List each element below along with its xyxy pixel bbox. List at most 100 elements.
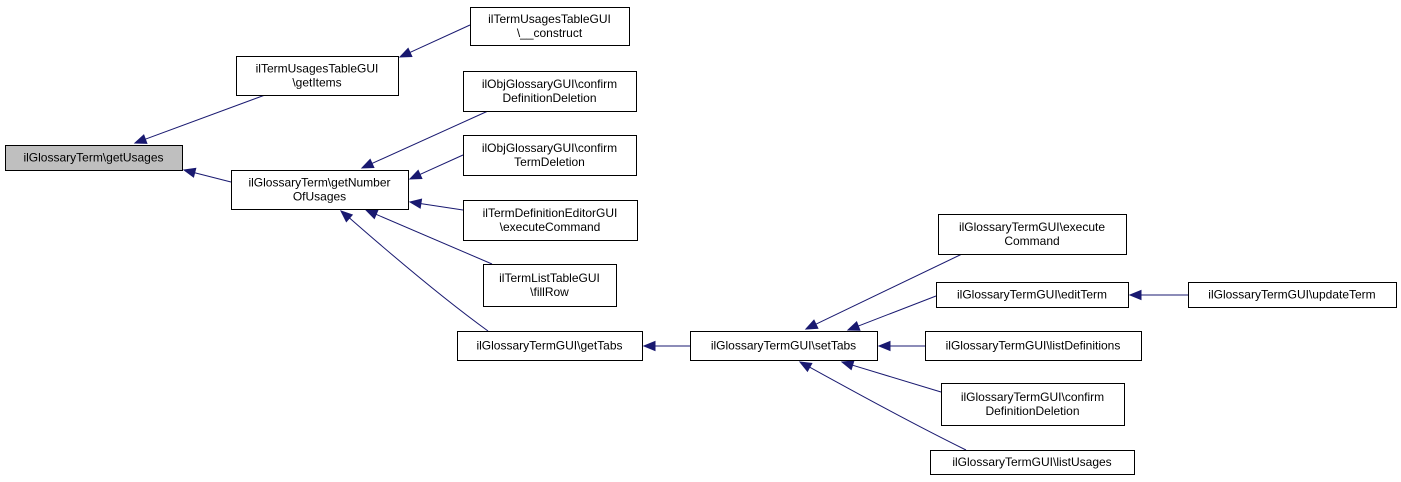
edge-gtUpdateTerm-to-gtEditTerm [1128, 289, 1188, 301]
edge-tutGetItems-to-getUsages [133, 94, 266, 144]
node-label: \executeCommand [500, 220, 601, 234]
arrow-head-icon [364, 209, 379, 220]
node-label: ilObjGlossaryGUI\confirm [482, 77, 617, 91]
node-box[interactable] [236, 56, 399, 96]
node-box[interactable] [231, 170, 409, 210]
node-gtGetTabs[interactable]: ilGlossaryTermGUI\getTabs [457, 331, 643, 361]
edge-line [349, 217, 489, 332]
edge-line [419, 154, 464, 175]
node-box[interactable] [941, 383, 1125, 426]
node-box[interactable] [457, 331, 643, 361]
node-label: ilGlossaryTermGUI\updateTerm [1208, 288, 1375, 302]
arrow-head-icon [408, 198, 423, 209]
node-box[interactable] [470, 7, 630, 46]
node-label: ilTermDefinitionEditorGUI [483, 206, 618, 220]
node-tdeExecute[interactable]: ilTermDefinitionEditorGUI\executeCommand [463, 200, 638, 241]
node-objConfirmDefDel[interactable]: ilObjGlossaryGUI\confirmDefinitionDeleti… [463, 71, 637, 112]
node-label: ilGlossaryTerm\getNumber [248, 176, 390, 190]
arrow-head-icon [642, 340, 656, 352]
arrow-head-icon [846, 320, 861, 331]
node-label: TermDeletion [514, 155, 585, 169]
arrow-head-icon [798, 361, 813, 373]
nodes-layer: ilGlossaryTerm\getUsages ilTermUsagesTabl… [5, 7, 1397, 475]
arrow-head-icon [398, 47, 413, 58]
arrow-head-icon [804, 319, 819, 330]
edge-getNumberOfUsages-to-getUsages [182, 167, 232, 183]
node-label: ilTermUsagesTableGUI [488, 12, 611, 26]
node-label: ilGlossaryTermGUI\execute [959, 220, 1105, 234]
node-label: Command [1004, 234, 1059, 248]
node-gtSetTabs[interactable]: ilGlossaryTermGUI\setTabs [690, 331, 878, 361]
node-label: DefinitionDeletion [502, 91, 596, 105]
arrow-head-icon [877, 340, 891, 352]
edge-line [809, 366, 967, 451]
node-gtListUsages[interactable]: ilGlossaryTermGUI\listUsages [930, 450, 1135, 475]
node-label: \__construct [517, 26, 583, 40]
node-box[interactable] [930, 450, 1135, 475]
arrow-head-icon [360, 158, 375, 169]
node-box[interactable] [483, 264, 617, 307]
node-gtUpdateTerm[interactable]: ilGlossaryTermGUI\updateTerm [1188, 282, 1397, 308]
node-tutConstruct[interactable]: ilTermUsagesTableGUI\__construct [470, 7, 630, 46]
node-gtExecute[interactable]: ilGlossaryTermGUI\executeCommand [938, 214, 1127, 255]
edge-line [852, 364, 942, 393]
node-label: ilGlossaryTermGUI\setTabs [711, 339, 856, 353]
node-box[interactable] [463, 71, 637, 112]
node-gtListDefs[interactable]: ilGlossaryTermGUI\listDefinitions [925, 331, 1142, 361]
edge-tltFillRow-to-getNumberOfUsages [364, 209, 493, 265]
edge-objConfirmDefDel-to-getNumberOfUsages [360, 110, 489, 169]
edge-objConfirmTermDel-to-getNumberOfUsages [408, 154, 464, 180]
edge-gtSetTabs-to-gtGetTabs [642, 340, 690, 352]
edge-gtConfirmDefDel-to-gtSetTabs [840, 360, 942, 393]
edge-gtListUsages-to-gtSetTabs [798, 361, 967, 451]
node-label: ilGlossaryTermGUI\editTerm [957, 288, 1107, 302]
root-node-box[interactable] [5, 145, 183, 171]
edge-line [145, 94, 266, 140]
node-label: OfUsages [293, 190, 346, 204]
node-label: ilGlossaryTermGUI\listDefinitions [946, 339, 1121, 353]
node-box[interactable] [463, 135, 637, 176]
node-label: DefinitionDeletion [985, 404, 1079, 418]
node-label: ilTermUsagesTableGUI [256, 62, 379, 76]
node-gtEditTerm[interactable]: ilGlossaryTermGUI\editTerm [936, 282, 1129, 308]
edge-line [858, 295, 937, 327]
node-label: ilGlossaryTerm\getUsages [23, 151, 163, 165]
edges-layer [133, 24, 1188, 451]
node-label: ilGlossaryTermGUI\confirm [961, 390, 1104, 404]
arrow-head-icon [1128, 289, 1142, 301]
node-tutGetItems[interactable]: ilTermUsagesTableGUI\getItems [236, 56, 399, 96]
edge-line [371, 110, 489, 164]
node-box[interactable] [925, 331, 1142, 361]
edge-line [409, 24, 471, 53]
edge-tdeExecute-to-getNumberOfUsages [408, 198, 464, 211]
node-label: ilObjGlossaryGUI\confirm [482, 141, 617, 155]
arrow-head-icon [408, 169, 423, 180]
node-box[interactable] [1188, 282, 1397, 308]
edge-gtListDefs-to-gtSetTabs [877, 340, 925, 352]
arrow-head-icon [840, 360, 855, 371]
edge-line [375, 213, 493, 265]
arrow-head-icon [133, 134, 148, 144]
node-box[interactable] [938, 214, 1127, 255]
arrow-head-icon [182, 167, 197, 178]
arrow-head-icon [340, 210, 354, 223]
edge-tutConstruct-to-tutGetItems [398, 24, 471, 58]
node-gtConfirmDefDel[interactable]: ilGlossaryTermGUI\confirmDefinitionDelet… [941, 383, 1125, 426]
node-label: \fillRow [530, 285, 569, 299]
edge-line [420, 203, 464, 211]
node-box[interactable] [690, 331, 878, 361]
edge-gtGetTabs-to-getNumberOfUsages [340, 210, 489, 332]
node-box[interactable] [463, 200, 638, 241]
node-label: ilGlossaryTermGUI\listUsages [952, 455, 1111, 469]
node-tltFillRow[interactable]: ilTermListTableGUI\fillRow [483, 264, 617, 307]
node-label: ilGlossaryTermGUI\getTabs [476, 339, 622, 353]
node-box[interactable] [936, 282, 1129, 308]
node-label: \getItems [292, 76, 341, 90]
edge-gtEditTerm-to-gtSetTabs [846, 295, 937, 331]
node-label: ilTermListTableGUI [499, 271, 600, 285]
edge-line [194, 172, 232, 183]
node-getUsages[interactable]: ilGlossaryTerm\getUsages [5, 145, 183, 171]
